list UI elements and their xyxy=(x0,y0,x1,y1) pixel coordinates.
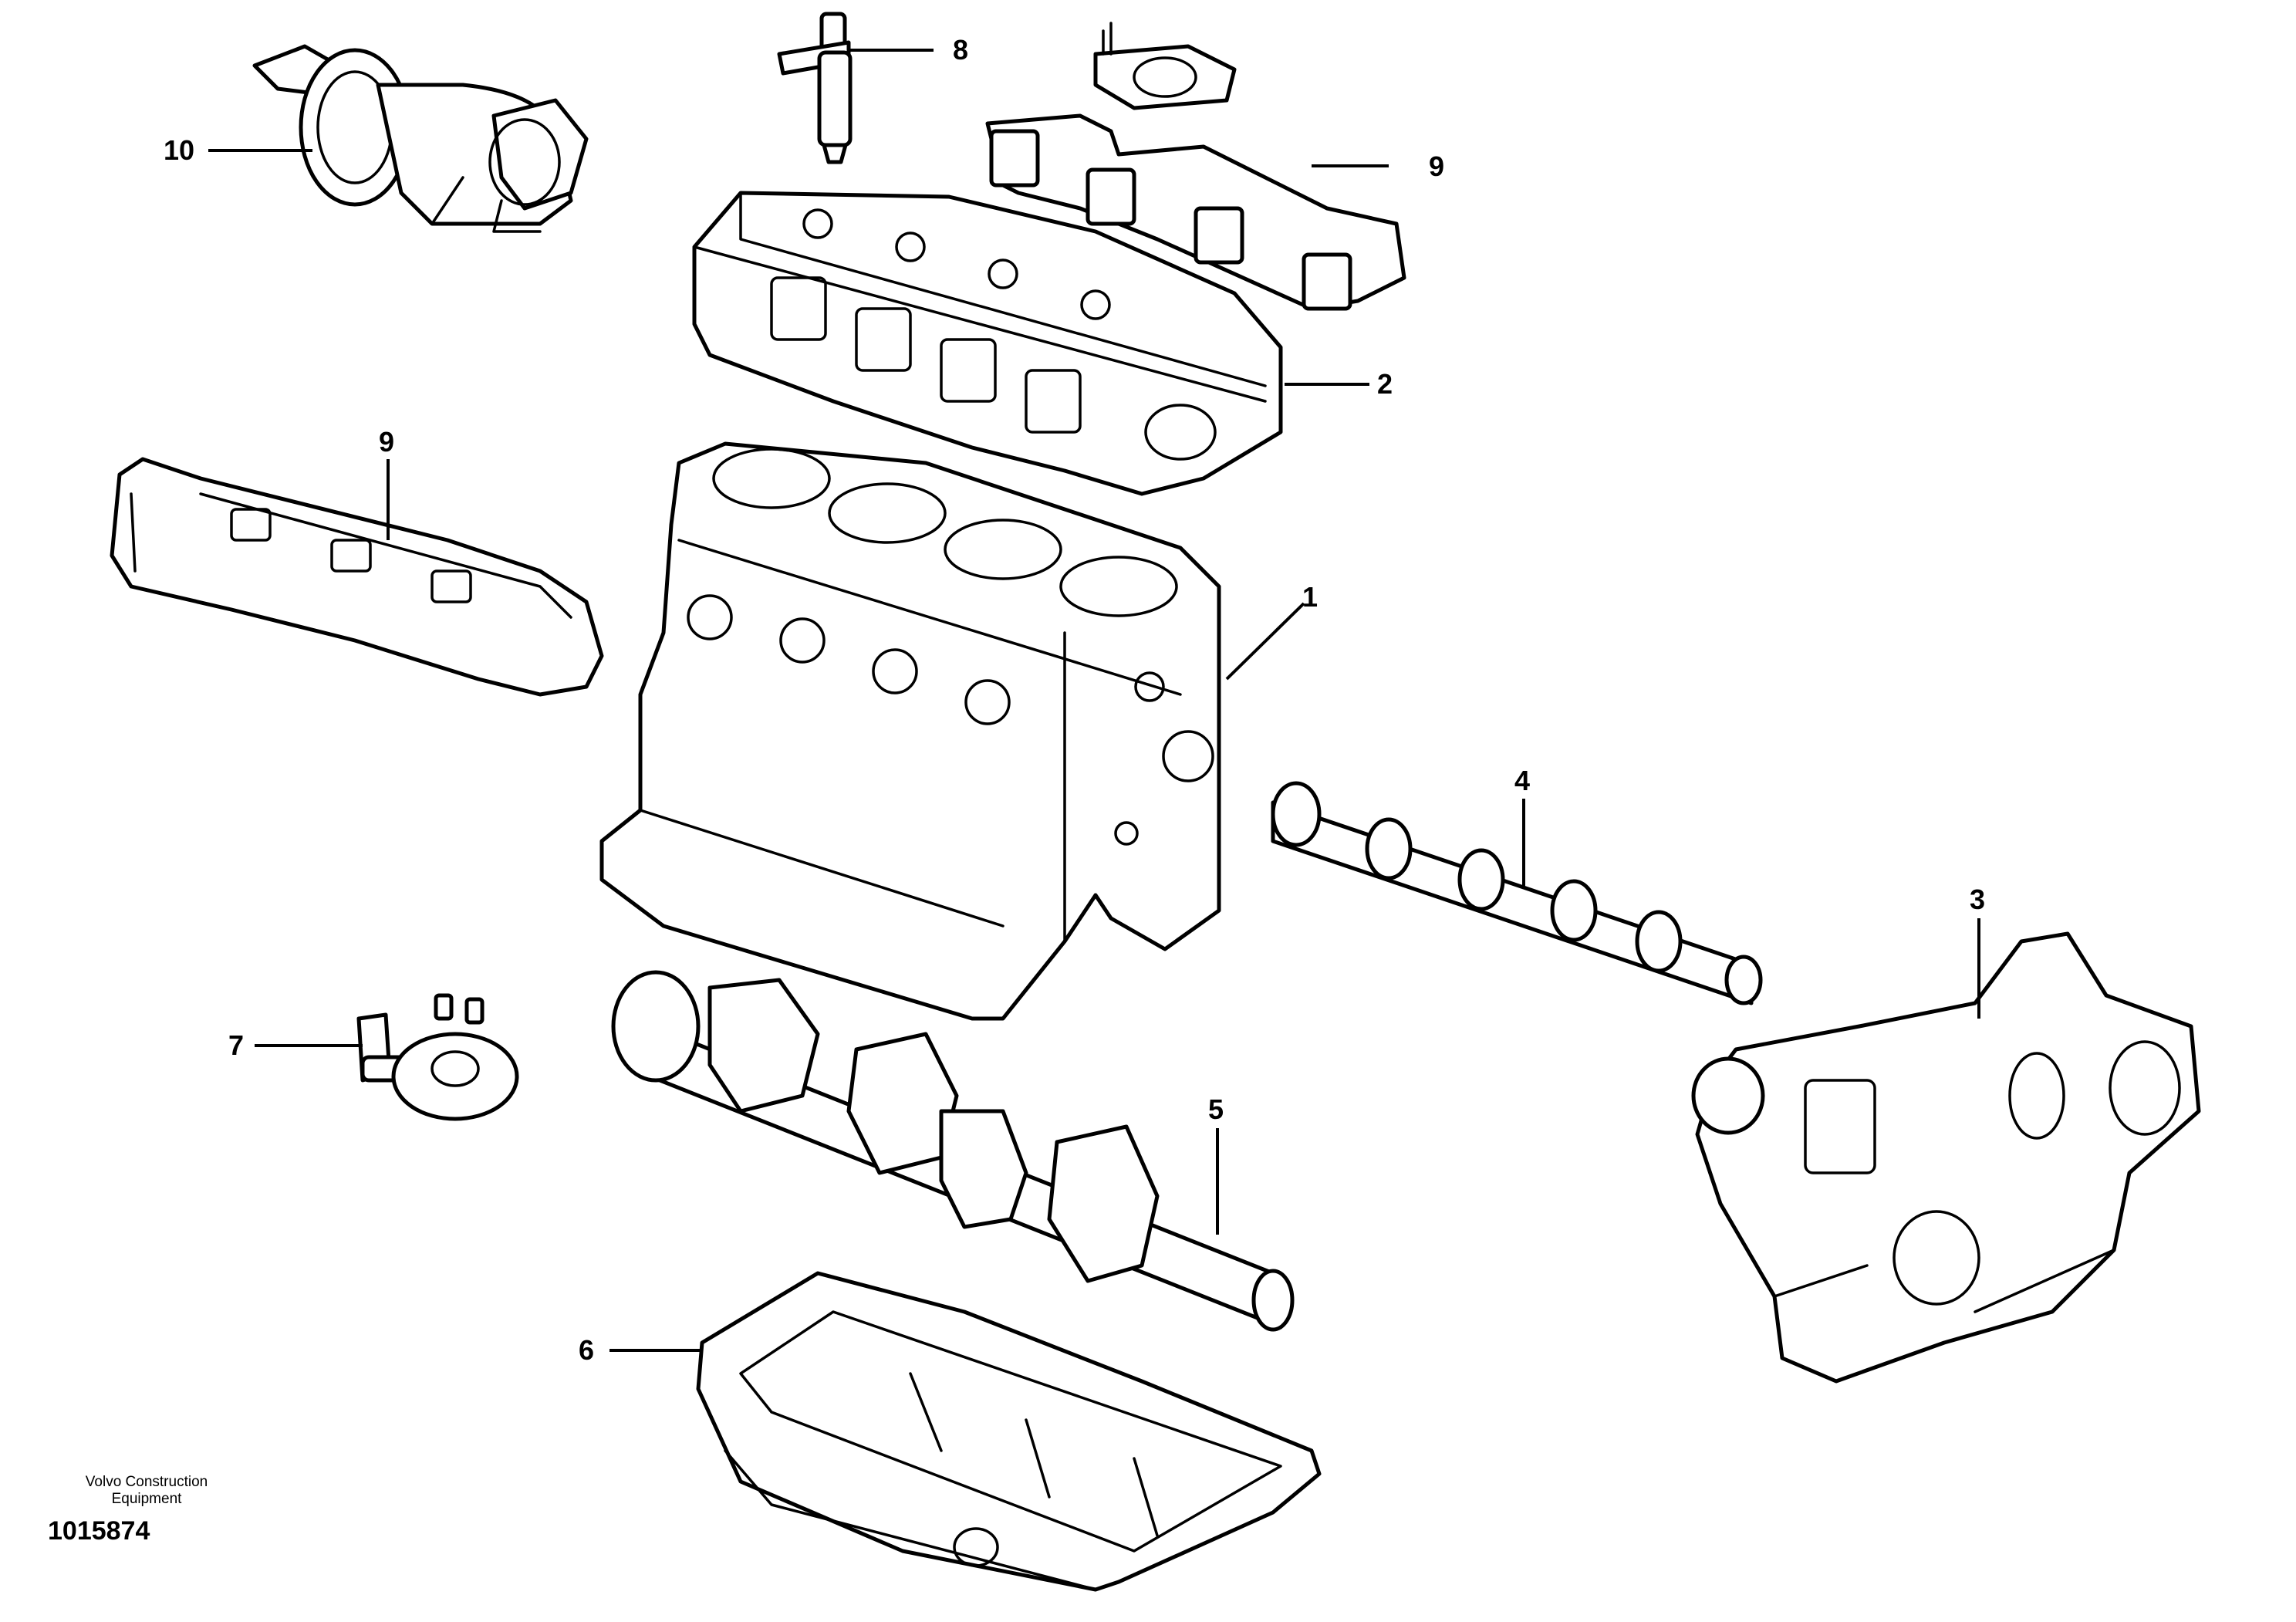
timing-cover-part xyxy=(1691,931,2201,1384)
callout-4: 4 xyxy=(1514,765,1530,796)
callout-7: 7 xyxy=(228,1029,244,1061)
callout-8: 8 xyxy=(953,34,968,66)
callout-5: 5 xyxy=(1208,1093,1224,1125)
cylinder-head-part xyxy=(692,191,1283,496)
callout-3: 3 xyxy=(1970,884,1985,915)
callout-6: 6 xyxy=(579,1334,594,1366)
injector-part xyxy=(777,12,853,164)
valve-cover-part xyxy=(110,457,604,697)
figure-number: 1015874 xyxy=(48,1516,150,1546)
caption-line-1: Volvo Construction xyxy=(85,1474,208,1490)
leader-lines xyxy=(208,49,1980,1352)
exhaust-manifold-part xyxy=(985,22,1406,311)
crankshaft-part xyxy=(611,970,1295,1332)
callout-9-manifold: 9 xyxy=(1429,150,1444,182)
callout-1: 1 xyxy=(1302,581,1318,613)
cylinder-block-part xyxy=(599,441,1221,1021)
leader-line-1 xyxy=(1225,602,1305,681)
caption-line-2: Equipment xyxy=(111,1491,182,1507)
oil-pan-part xyxy=(696,1271,1322,1592)
callout-9-cover: 9 xyxy=(379,426,394,458)
turbocharger-part xyxy=(252,44,589,233)
callout-10: 10 xyxy=(164,134,194,166)
camshaft-part xyxy=(1271,781,1763,1005)
callout-2: 2 xyxy=(1377,368,1393,400)
callout-labels: 1 2 3 4 5 6 7 8 9 9 10 xyxy=(164,34,1985,1366)
oil-cooler-part xyxy=(356,993,519,1121)
